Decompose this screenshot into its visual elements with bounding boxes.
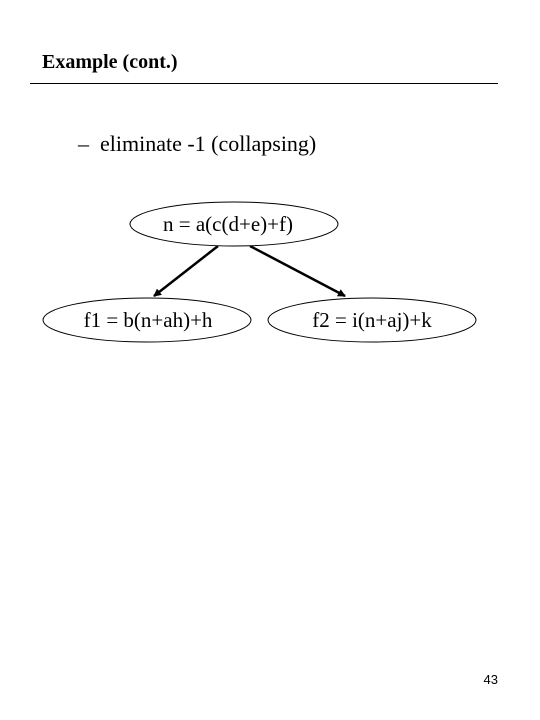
node-f2-label: f2 = i(n+aj)+k xyxy=(312,308,432,332)
node-f1: f1 = b(n+ah)+h xyxy=(42,297,252,343)
node-f1-label: f1 = b(n+ah)+h xyxy=(84,308,213,332)
node-n-label: n = a(c(d+e)+f) xyxy=(163,212,293,236)
node-f2-ellipse xyxy=(267,297,477,343)
page-number: 43 xyxy=(483,672,498,687)
node-n: n = a(c(d+e)+f) xyxy=(129,201,339,247)
bullet-item: –eliminate -1 (collapsing) xyxy=(78,131,316,157)
node-f1-ellipse xyxy=(42,297,252,343)
slide-title: Example (cont.) xyxy=(42,51,178,73)
edge-n-to-f2 xyxy=(249,244,346,298)
node-n-ellipse xyxy=(129,201,339,247)
edge-n-to-f1 xyxy=(153,245,219,297)
title-divider xyxy=(30,83,498,84)
bullet-dash: – xyxy=(78,131,89,156)
bullet-text: eliminate -1 (collapsing) xyxy=(100,131,317,156)
node-f2: f2 = i(n+aj)+k xyxy=(267,297,477,343)
